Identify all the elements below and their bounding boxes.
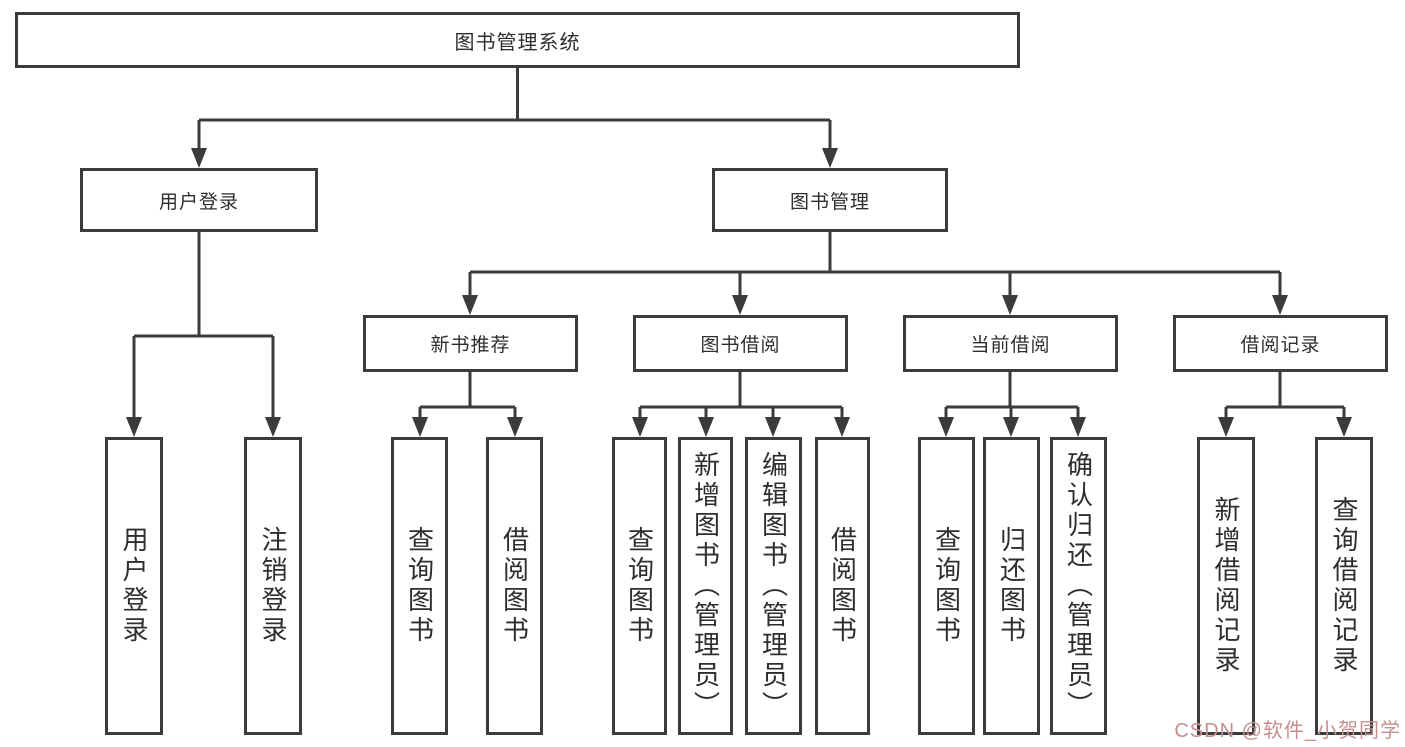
leaf-add-borrow-record: 新增借阅记录 (1197, 437, 1255, 735)
leaf-label: 注销登录 (258, 526, 288, 646)
leaf-query-borrow-record: 查询借阅记录 (1315, 437, 1373, 735)
node-book-borrowing: 图书借阅 (633, 315, 848, 372)
node-current-borrowing: 当前借阅 (903, 315, 1118, 372)
leaf-logout: 注销登录 (244, 437, 302, 735)
leaf-label: 新增借阅记录 (1211, 496, 1241, 676)
leaf-edit-books-admin: 编辑图书（管理员） (745, 437, 802, 735)
leaf-label: 编辑图书（管理员） (758, 451, 789, 721)
leaf-label: 确认归还（管理员） (1063, 451, 1094, 721)
leaf-label: 借阅图书 (499, 526, 530, 646)
node-system-root: 图书管理系统 (15, 12, 1020, 68)
leaf-query-books-borrowing: 查询图书 (612, 437, 667, 735)
arrowheads-level3 (462, 295, 1288, 315)
connector-book-mgmt-to-level3 (468, 232, 1282, 297)
connector-user-login-children (132, 232, 275, 419)
leaf-confirm-return-admin: 确认归还（管理员） (1050, 437, 1107, 735)
leaf-query-books-recommend: 查询图书 (391, 437, 448, 735)
connector-leaf-groups (418, 372, 1346, 419)
leaf-label: 查询图书 (931, 526, 962, 646)
leaf-borrow-books-recommend: 借阅图书 (486, 437, 543, 735)
leaf-label: 查询图书 (404, 526, 435, 646)
leaf-borrow-books: 借阅图书 (815, 437, 870, 735)
leaf-label: 借阅图书 (827, 526, 858, 646)
leaf-query-books-current: 查询图书 (918, 437, 975, 735)
connector-root-to-level2 (197, 68, 832, 150)
arrowheads-user-login-children (126, 417, 281, 437)
node-book-management: 图书管理 (712, 168, 948, 232)
node-borrowing-records: 借阅记录 (1173, 315, 1388, 372)
arrowheads-level2 (191, 148, 838, 168)
node-new-book-recommend: 新书推荐 (363, 315, 578, 372)
csdn-watermark: CSDN @软件_小贺同学 (1174, 720, 1401, 742)
leaf-label: 用户登录 (119, 526, 149, 646)
leaf-label: 查询借阅记录 (1329, 496, 1359, 676)
leaf-label: 归还图书 (996, 526, 1027, 646)
leaf-label: 查询图书 (624, 526, 655, 646)
node-user-login: 用户登录 (80, 168, 318, 232)
leaf-label: 新增图书（管理员） (690, 451, 721, 721)
arrowheads-leaves (412, 417, 1352, 437)
leaf-add-books-admin: 新增图书（管理员） (678, 437, 733, 735)
leaf-user-login: 用户登录 (105, 437, 163, 735)
leaf-return-books: 归还图书 (983, 437, 1040, 735)
